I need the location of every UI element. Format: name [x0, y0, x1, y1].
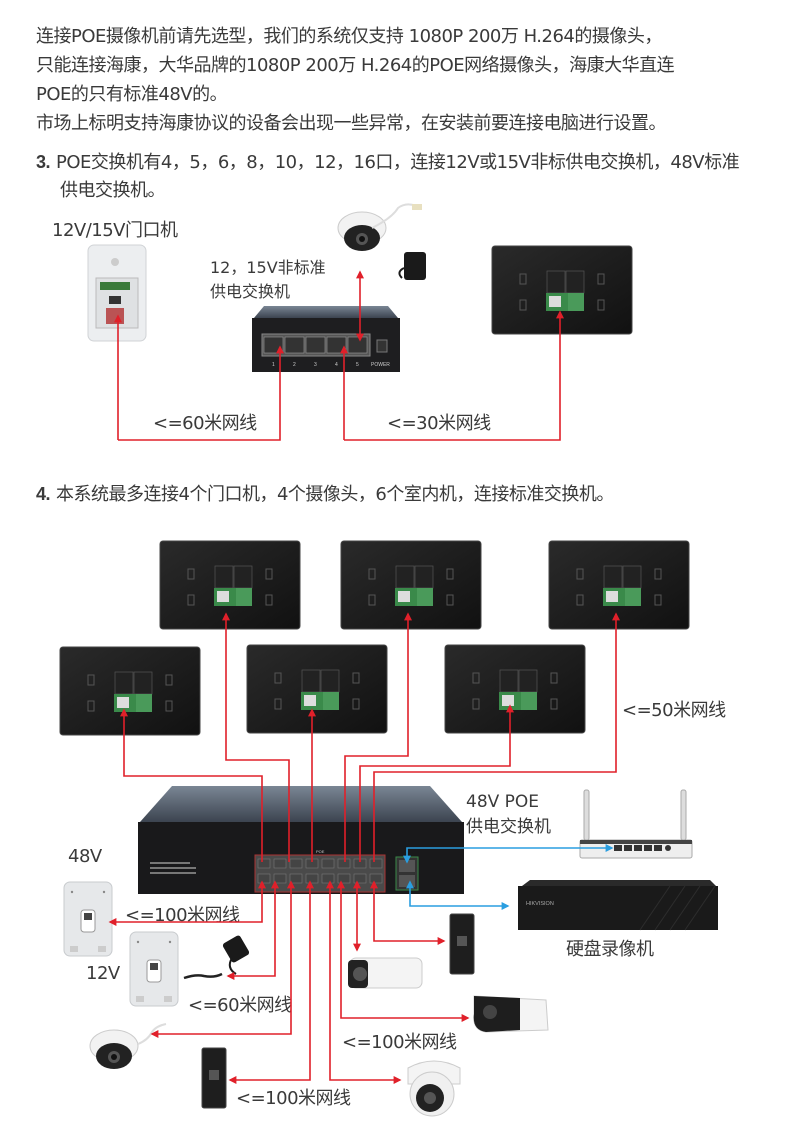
switch-port [369, 873, 383, 884]
intro-line-4: 市场上标明支持海康协议的设备会出现一些异常，在安装前要连接电脑进行设置。 [36, 113, 667, 134]
indoor-cable-label: <=50米网线 [622, 700, 726, 721]
switch-port [273, 873, 287, 884]
indoor-monitor-3 [548, 540, 690, 630]
device-cables [108, 880, 470, 1084]
switch-port [305, 873, 319, 884]
door-station-12v [129, 931, 179, 1007]
door-12v-label: 12V [86, 963, 120, 984]
door-station-label: 12V/15V门口机 [52, 220, 178, 241]
cable-label-30m: <=30米网线 [387, 413, 491, 434]
door-station-48v [63, 881, 113, 957]
power-adapter-icon [222, 935, 250, 975]
section-3-heading: 3.POE交换机有4，5，6，8，10，12，16口，连接12V或15V非标供电… [36, 148, 740, 177]
section-4-heading: 4.本系统最多连接4个门口机，4个摄像头，6个室内机，连接标准交换机。 [36, 480, 614, 509]
switch-port [273, 858, 287, 869]
power-adapter-icon [398, 252, 426, 280]
poe-switch-label-2: 供电交换机 [466, 817, 551, 837]
nvr-label: 硬盘录像机 [566, 939, 654, 960]
port-label: POWER [371, 362, 390, 368]
door-station-slim-2 [201, 1047, 227, 1109]
door-station-12v-15v [87, 244, 147, 342]
pigtail-cable-icon [183, 972, 223, 980]
switch-port [289, 858, 303, 869]
door-station-slim-1 [449, 913, 475, 975]
ethernet-cable-icon [371, 203, 422, 229]
monitor-cables [120, 612, 620, 862]
intro-paragraph: 连接POE摄像机前请先选型，我们的系统仅支持 1080P 200万 H.264的… [36, 22, 675, 138]
small-switch-label-1: 12，15V非标准 [210, 258, 326, 277]
indoor-monitor-6 [444, 644, 586, 734]
uplink-cables [403, 844, 614, 910]
port-label: 3 [314, 362, 317, 368]
bullet-camera-dahua [473, 995, 549, 1033]
poe-mark: POE [316, 849, 325, 854]
door-48v-label: 48V [68, 846, 102, 867]
cable-label-60m: <=60米网线 [153, 413, 257, 434]
section-4-text: 本系统最多连接4个门口机，4个摄像头，6个室内机，连接标准交换机。 [56, 484, 614, 505]
poe-switch-16-port: POE [138, 786, 464, 894]
section-3-number: 3. [36, 152, 51, 172]
switch-port [321, 858, 335, 869]
indoor-monitor-4 [59, 646, 201, 736]
small-switch-label-2: 供电交换机 [210, 282, 291, 301]
cable-label-bottom: <=100米网线 [236, 1088, 351, 1109]
port-label: 4 [335, 362, 338, 368]
nvr-recorder: HIKVISION [518, 880, 718, 931]
intro-line-2: 只能连接海康，大华品牌的1080P 200万 H.264的POE网络摄像头，海康… [36, 55, 675, 76]
switch-port-numbers: 1 2 3 4 5 POWER [272, 362, 390, 368]
dome-camera-dahua [89, 1029, 139, 1070]
switch-port [337, 858, 351, 869]
switch-port [257, 858, 271, 869]
indoor-monitor-2 [340, 540, 482, 630]
switch-port [321, 873, 335, 884]
dome-camera-icon [337, 211, 387, 252]
switch-port [353, 873, 367, 884]
switch-port [369, 858, 383, 869]
poe-switch-label-1: 48V POE [466, 792, 540, 812]
section-3-cables [114, 270, 564, 441]
section-3-text-line1: POE交换机有4，5，6，8，10，12，16口，连接12V或15V非标供电交换… [56, 152, 740, 173]
section-3-text-line2: 供电交换机。 [60, 180, 166, 201]
switch-port [257, 873, 271, 884]
indoor-monitor-5 [246, 644, 388, 734]
section-4-number: 4. [36, 484, 51, 504]
port-label: 2 [293, 362, 296, 368]
nvr-brand: HIKVISION [526, 901, 554, 907]
port-label: 1 [272, 362, 275, 368]
switch-port [289, 873, 303, 884]
turret-camera-hikvision [407, 1060, 461, 1117]
intro-line-1: 连接POE摄像机前请先选型，我们的系统仅支持 1080P 200万 H.264的… [36, 26, 662, 47]
section-3-heading-cont: 供电交换机。 [60, 176, 166, 205]
indoor-monitor-1 [159, 540, 301, 630]
indoor-monitor [491, 245, 633, 335]
switch-port [337, 873, 351, 884]
port-label: 5 [356, 362, 359, 368]
bullet-camera-hikvision [348, 957, 423, 989]
intro-line-3: POE的只有标准48V的。 [36, 84, 228, 105]
